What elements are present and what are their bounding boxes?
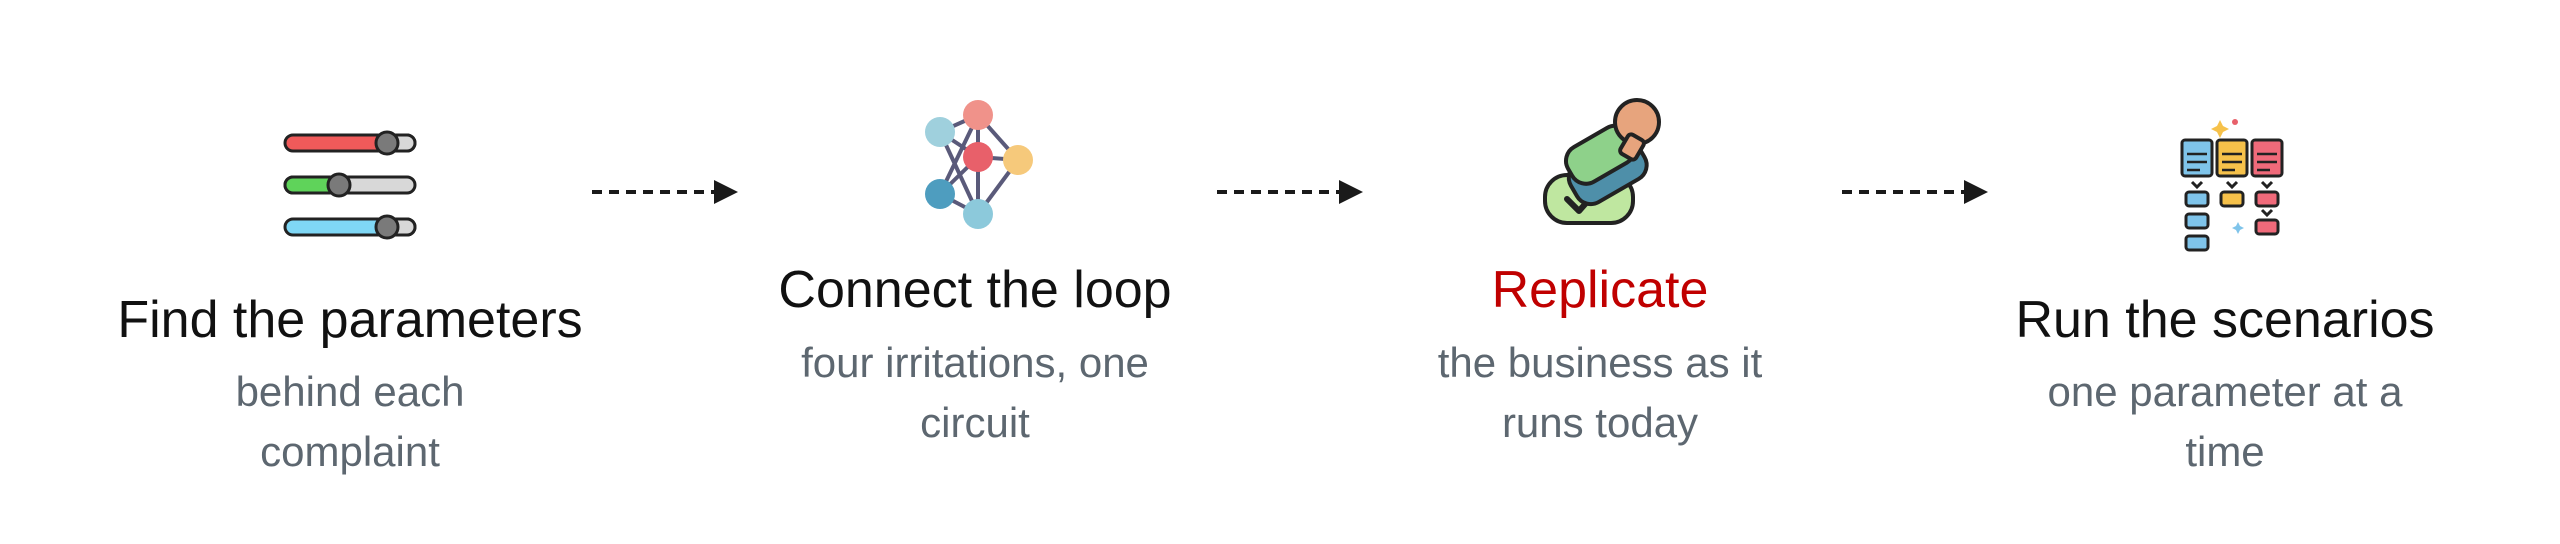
step-subtitle: four irritations, one circuit (801, 339, 1149, 446)
arrow-right-icon (1842, 180, 1988, 204)
step-replicate: Replicate the business as it runs today (1300, 0, 1900, 544)
step-find-parameters: Find the parameters behind each complain… (50, 0, 650, 544)
step-run-scenarios: Run the scenarios one parameter at a tim… (1925, 0, 2525, 544)
arrow-right-icon (592, 180, 738, 204)
stamp-icon (1543, 98, 1661, 225)
step-subtitle: one parameter at a time (2047, 368, 2403, 475)
arrow-right-icon (1217, 180, 1363, 204)
step-title: Run the scenarios (2015, 291, 2435, 349)
step-connect-loop: Connect the loop four irritations, one c… (675, 0, 1275, 544)
step-subtitle: the business as it runs today (1437, 339, 1763, 446)
step-title: Connect the loop (778, 261, 1172, 319)
network-icon (925, 100, 1033, 229)
step-subtitle: behind each complaint (235, 368, 465, 475)
step-title: Find the parameters (117, 291, 583, 349)
step-title: Replicate (1491, 261, 1709, 319)
flowchart-icon (2180, 119, 2284, 252)
sliders-icon (283, 130, 417, 240)
